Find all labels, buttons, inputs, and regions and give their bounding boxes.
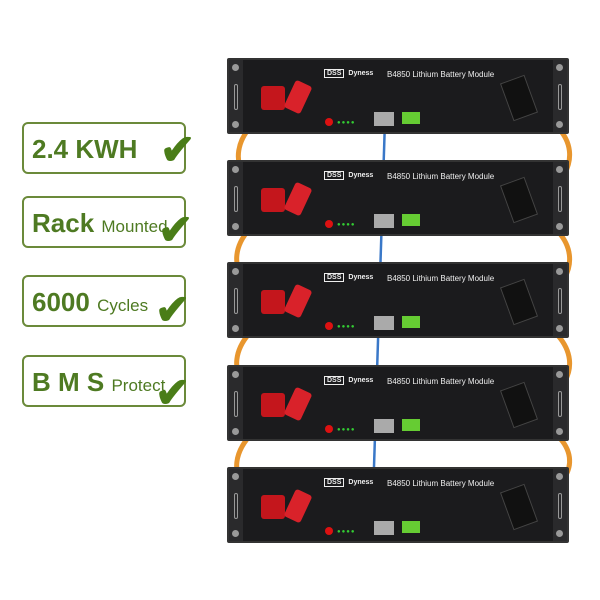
brand-mark: DSS bbox=[324, 273, 345, 282]
feature-badge-cycles: 6000 Cycles bbox=[22, 275, 186, 327]
rack-ear bbox=[553, 60, 567, 132]
check-icon: ✔ bbox=[155, 369, 191, 416]
feature-main: 6000 bbox=[32, 287, 90, 317]
rack-ear bbox=[229, 367, 243, 439]
brand-mark: DSS bbox=[324, 69, 345, 78]
power-button[interactable] bbox=[325, 220, 333, 228]
power-plug bbox=[283, 79, 313, 115]
module-title: B4850 Lithium Battery Module bbox=[387, 479, 495, 488]
comm-port bbox=[374, 112, 394, 126]
brand-mark: DSS bbox=[324, 376, 345, 385]
dry-contact bbox=[402, 521, 420, 533]
rack-ear bbox=[553, 469, 567, 541]
power-button[interactable] bbox=[325, 322, 333, 330]
dry-contact bbox=[402, 112, 420, 124]
negative-terminal bbox=[499, 381, 539, 429]
brand-name: Dyness bbox=[348, 70, 374, 77]
check-icon: ✔ bbox=[160, 126, 196, 173]
brand-name: Dyness bbox=[348, 479, 374, 486]
power-button[interactable] bbox=[325, 118, 333, 126]
dry-contact bbox=[402, 214, 420, 226]
negative-terminal bbox=[499, 176, 539, 224]
power-plug bbox=[283, 181, 313, 217]
brand-name: Dyness bbox=[348, 274, 374, 281]
comm-port bbox=[374, 521, 394, 535]
feature-sub: Mounted bbox=[101, 217, 168, 236]
power-plug bbox=[283, 488, 313, 524]
feature-sub: Protect bbox=[111, 376, 166, 395]
dry-contact bbox=[402, 419, 420, 431]
dry-contact bbox=[402, 316, 420, 328]
feature-sub: Cycles bbox=[97, 296, 149, 315]
brand-mark: DSS bbox=[324, 478, 345, 487]
rack-ear bbox=[229, 264, 243, 336]
check-icon: ✔ bbox=[158, 206, 194, 253]
soc-leds: ●●●● bbox=[337, 120, 356, 126]
module-title: B4850 Lithium Battery Module bbox=[387, 172, 495, 181]
soc-leds: ●●●● bbox=[337, 427, 356, 433]
module-title: B4850 Lithium Battery Module bbox=[387, 274, 495, 283]
brand-name: Dyness bbox=[348, 172, 374, 179]
power-button[interactable] bbox=[325, 527, 333, 535]
positive-terminal bbox=[261, 495, 285, 519]
rack-ear bbox=[553, 367, 567, 439]
negative-terminal bbox=[499, 483, 539, 531]
power-plug bbox=[283, 386, 313, 422]
rack-ear bbox=[229, 162, 243, 234]
feature-badge-bms: B M S Protect bbox=[22, 355, 186, 407]
module-title: B4850 Lithium Battery Module bbox=[387, 377, 495, 386]
positive-terminal bbox=[261, 393, 285, 417]
comm-port bbox=[374, 419, 394, 433]
soc-leds: ●●●● bbox=[337, 529, 356, 535]
rack-ear bbox=[229, 469, 243, 541]
rack-ear bbox=[553, 162, 567, 234]
check-icon: ✔ bbox=[155, 286, 191, 333]
positive-terminal bbox=[261, 290, 285, 314]
negative-terminal bbox=[499, 74, 539, 122]
soc-leds: ●●●● bbox=[337, 324, 356, 330]
rack-ear bbox=[553, 264, 567, 336]
module-title: B4850 Lithium Battery Module bbox=[387, 70, 495, 79]
brand-name: Dyness bbox=[348, 377, 374, 384]
feature-badge-capacity: 2.4 KWH bbox=[22, 122, 186, 174]
feature-main: Rack bbox=[32, 208, 95, 238]
negative-terminal bbox=[499, 278, 539, 326]
positive-terminal bbox=[261, 188, 285, 212]
comm-port bbox=[374, 316, 394, 330]
power-plug bbox=[283, 283, 313, 319]
feature-badge-rack: Rack Mounted bbox=[22, 196, 186, 248]
brand-mark: DSS bbox=[324, 171, 345, 180]
positive-terminal bbox=[261, 86, 285, 110]
power-button[interactable] bbox=[325, 425, 333, 433]
soc-leds: ●●●● bbox=[337, 222, 356, 228]
rack-ear bbox=[229, 60, 243, 132]
comm-port bbox=[374, 214, 394, 228]
feature-main: 2.4 KWH bbox=[32, 134, 138, 164]
feature-main: B M S bbox=[32, 367, 105, 397]
